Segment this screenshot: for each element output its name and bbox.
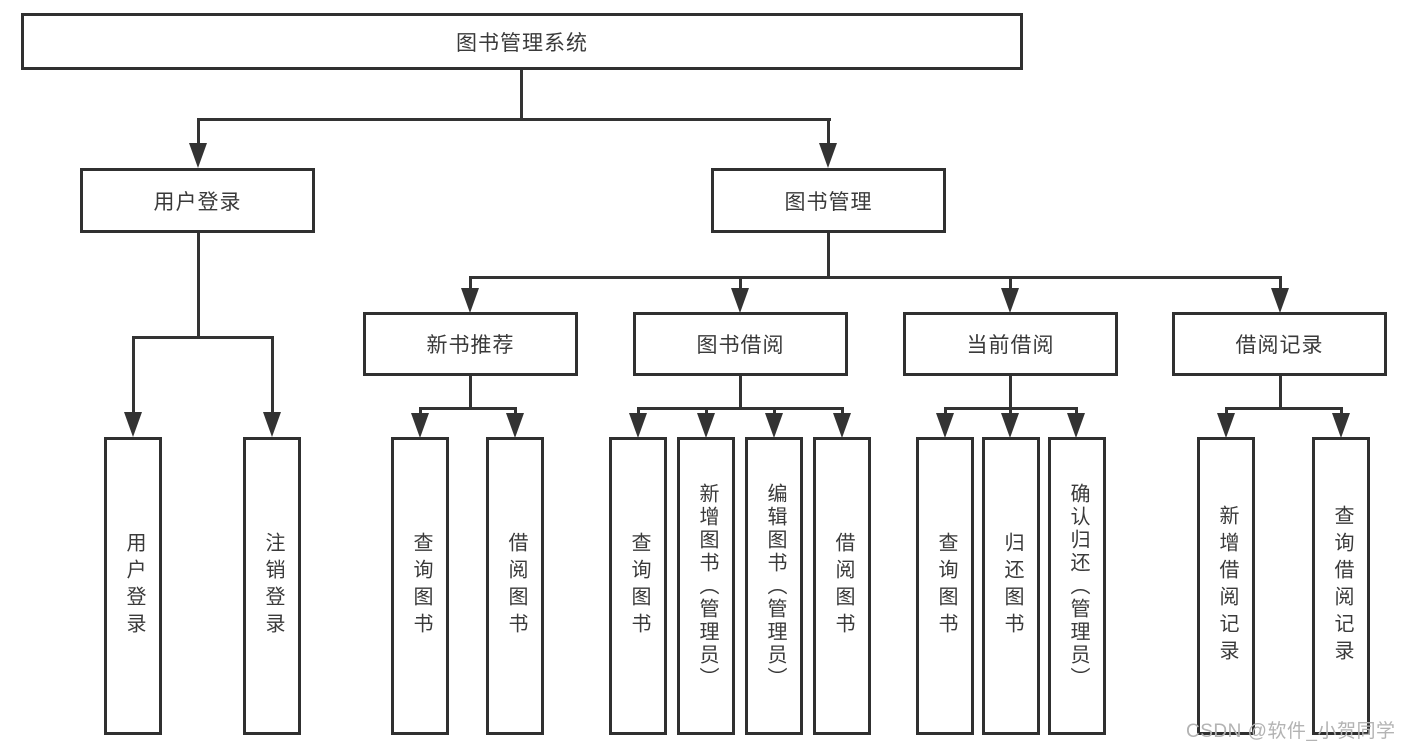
node-root: 图书管理系统	[21, 13, 1023, 70]
node-book-borrowing: 图书借阅	[633, 312, 848, 376]
connector-user-login-bar	[132, 336, 274, 339]
node-leaf-add-books-admin: 新增图书（管理员）	[677, 437, 735, 735]
arrow-down-icon	[124, 412, 142, 437]
arrow-down-icon	[1332, 413, 1350, 438]
connector-drop-l3	[1009, 276, 1012, 290]
connector-drop-l3	[739, 276, 742, 290]
node-leaf-borrow-books-recommend: 借阅图书	[486, 437, 544, 735]
arrow-down-icon	[833, 413, 851, 438]
connector-drop-leaf	[419, 407, 422, 415]
connector-drop-leaf	[705, 407, 708, 415]
node-book-management-label: 图书管理	[784, 190, 873, 214]
connector-drop-book-management	[827, 118, 830, 146]
arrow-down-icon	[461, 288, 479, 313]
connector-drop-l3	[469, 276, 472, 290]
connector-new-book-bar	[419, 407, 517, 410]
node-leaf-user-login: 用户登录	[104, 437, 162, 735]
node-leaf-logout: 注销登录	[243, 437, 301, 735]
node-leaf-query-books-recommend: 查询图书	[391, 437, 449, 735]
node-leaf-edit-books-admin: 编辑图书（管理员）	[745, 437, 803, 735]
node-leaf-add-borrow-record: 新增借阅记录	[1197, 437, 1255, 735]
connector-drop-leaf	[1075, 407, 1078, 415]
connector-drop-leaf	[1009, 407, 1012, 415]
connector-user-login-stem	[197, 233, 200, 336]
connector-book-borrowing-stem	[739, 376, 742, 407]
node-root-label: 图书管理系统	[456, 31, 588, 55]
arrow-down-icon	[263, 412, 281, 437]
connector-root-stem	[520, 70, 523, 118]
arrow-down-icon	[1001, 288, 1019, 313]
node-user-login: 用户登录	[80, 168, 315, 233]
node-current-borrowing-label: 当前借阅	[966, 334, 1055, 357]
arrow-down-icon	[697, 413, 715, 438]
node-leaf-query-borrow-record: 查询借阅记录	[1312, 437, 1370, 735]
node-borrowing-records-label: 借阅记录	[1235, 334, 1324, 357]
connector-borrowing-records-stem	[1279, 376, 1282, 407]
connector-drop-leaf	[944, 407, 947, 415]
connector-drop-leaf	[841, 407, 844, 415]
node-book-management: 图书管理	[711, 168, 946, 233]
connector-drop-leaf	[271, 336, 274, 414]
arrow-down-icon	[411, 413, 429, 438]
connector-root-bar	[197, 118, 831, 121]
node-leaf-confirm-return-admin: 确认归还（管理员）	[1048, 437, 1106, 735]
arrow-down-icon	[189, 143, 207, 168]
connector-drop-leaf	[1225, 407, 1228, 415]
node-leaf-return-books: 归还图书	[982, 437, 1040, 735]
connector-book-management-bar	[469, 276, 1282, 279]
connector-drop-leaf	[514, 407, 517, 415]
node-borrowing-records: 借阅记录	[1172, 312, 1387, 376]
arrow-down-icon	[506, 413, 524, 438]
arrow-down-icon	[1001, 413, 1019, 438]
connector-book-borrowing-bar	[637, 407, 843, 410]
node-book-borrowing-label: 图书借阅	[696, 334, 785, 357]
connector-new-book-stem	[469, 376, 472, 407]
node-leaf-query-books-borrowing: 查询图书	[609, 437, 667, 735]
connector-current-borrowing-stem	[1009, 376, 1012, 407]
node-user-login-label: 用户登录	[153, 190, 242, 214]
arrow-down-icon	[731, 288, 749, 313]
connector-book-management-stem	[827, 233, 830, 276]
node-new-book-recommend: 新书推荐	[363, 312, 578, 376]
connector-drop-leaf	[1340, 407, 1343, 415]
arrow-down-icon	[819, 143, 837, 168]
arrow-down-icon	[1217, 413, 1235, 438]
node-new-book-recommend-label: 新书推荐	[426, 334, 515, 357]
arrow-down-icon	[765, 413, 783, 438]
connector-drop-user-login	[197, 118, 200, 146]
arrow-down-icon	[1067, 413, 1085, 438]
node-leaf-query-books-current: 查询图书	[916, 437, 974, 735]
connector-borrowing-records-bar	[1225, 407, 1342, 410]
node-leaf-borrow-books: 借阅图书	[813, 437, 871, 735]
connector-drop-leaf	[637, 407, 640, 415]
arrow-down-icon	[936, 413, 954, 438]
node-current-borrowing: 当前借阅	[903, 312, 1118, 376]
connector-drop-leaf	[132, 336, 135, 414]
arrow-down-icon	[629, 413, 647, 438]
connector-drop-leaf	[773, 407, 776, 415]
connector-drop-l3	[1279, 276, 1282, 290]
csdn-watermark: CSDN @软件_小贺同学	[1186, 721, 1396, 742]
arrow-down-icon	[1271, 288, 1289, 313]
